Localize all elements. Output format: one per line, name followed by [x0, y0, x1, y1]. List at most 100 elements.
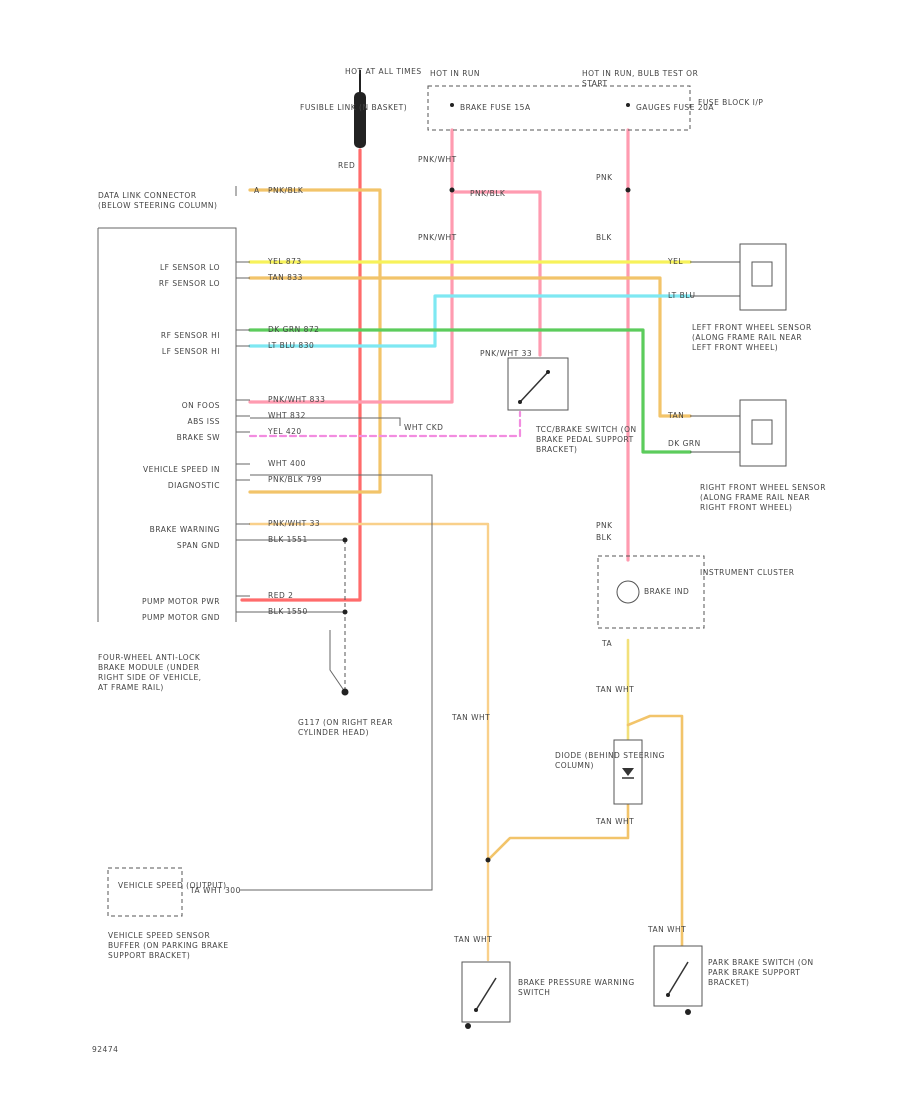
tan-wht-bpws-lower-label: TAN WHT [453, 935, 492, 944]
brake-fuse-label: BRAKE FUSE 15A [460, 103, 531, 112]
instrument-cluster [597, 555, 705, 629]
module-pin-label: RF SENSOR HI [161, 331, 220, 340]
red-power-wire [240, 148, 362, 602]
module-pin-label: PUMP MOTOR PWR [142, 597, 220, 606]
module-wire-label: WHT 832 [268, 411, 306, 420]
module-wire-label: TAN 833 [267, 273, 303, 282]
hot-in-run-label: HOT IN RUN [430, 69, 480, 78]
tcc-feed-pink-wire [450, 190, 542, 357]
pnk-cluster-label: PNK [596, 521, 613, 530]
module-wire-label: LT BLU 830 [268, 341, 314, 350]
red-wire-label: RED [338, 161, 355, 170]
splice-dot [449, 187, 455, 193]
splice-dot [625, 187, 631, 193]
module-pin-label: DIAGNOSTIC [168, 481, 220, 490]
tcc-brake-switch [507, 357, 569, 411]
yel-label: YEL [667, 257, 683, 266]
fusible-link [354, 70, 366, 148]
dlc-pin-a-wire: PNK/BLK [268, 186, 304, 195]
brake-warning-wire [248, 522, 490, 962]
module-pin-label: BRAKE SW [177, 433, 220, 442]
rf-sensor-label: RIGHT FRONT WHEEL SENSOR(ALONG FRAME RAI… [700, 483, 826, 512]
fusible-link-label: FUSIBLE LINK (N BASKET) [300, 103, 407, 112]
module-wire-label: WHT 400 [268, 459, 306, 468]
abs-module-outline [97, 227, 237, 622]
splice-dot [485, 857, 491, 863]
gauges-fuse-label: GAUGES FUSE 20A [636, 103, 714, 112]
fuse-block [427, 85, 691, 131]
dlc-pin-a: A [254, 186, 260, 195]
left-front-wheel-sensor [690, 243, 787, 311]
blk-cluster-label: BLK [596, 533, 612, 542]
module-pin-label: ABS ISS [187, 417, 220, 426]
ta-label: TA [601, 639, 612, 648]
wht-832-wire [250, 417, 401, 426]
dlc-title: DATA LINK CONNECTOR(BELOW STEERING COLUM… [98, 191, 217, 210]
dk-grn-872-wire [248, 328, 692, 454]
module-pin-label: LF SENSOR LO [160, 263, 220, 272]
ground-wire [329, 630, 346, 693]
lt-blu-830-wire [248, 294, 692, 348]
cluster-label: INSTRUMENT CLUSTER [700, 568, 794, 577]
module-wire-label: BLK 1550 [268, 607, 308, 616]
wht-ckd-label: WHT CKD [404, 423, 443, 432]
vss-wht-400-wire [240, 474, 433, 891]
tan-label: TAN [667, 411, 684, 420]
vehicle-speed-sensor-buffer [107, 867, 183, 917]
diode-out-tan-wire [486, 803, 630, 862]
brake-pressure-warning-switch [461, 961, 511, 1029]
vss-buffer-box-label: VEHICLE SPEED (OUTPUT) [118, 881, 227, 890]
module-pin-label: ON FOOS [182, 401, 220, 410]
module-pin-label: PUMP MOTOR GND [142, 613, 220, 622]
module-wire-label: RED 2 [268, 591, 293, 600]
module-wire-label: YEL 873 [267, 257, 302, 266]
right-front-wheel-sensor [690, 399, 787, 467]
brake-sw-dashed-wire [248, 410, 522, 438]
lf-sensor-label: LEFT FRONT WHEEL SENSOR(ALONG FRAME RAIL… [692, 323, 812, 352]
ground-g117 [341, 537, 349, 696]
brake-fuse-pink-wire [248, 128, 454, 404]
module-wire-label: PNK/WHT 33 [268, 519, 320, 528]
module-rows: LF SENSOR LO YEL 873 RF SENSOR LO TAN 833RF… [142, 257, 325, 622]
tan-wht-pbs-label: TAN WHT [647, 925, 686, 934]
hot-at-all-times-label: HOT AT ALL TIMES [345, 67, 422, 76]
module-pin-label: LF SENSOR HI [162, 347, 220, 356]
module-pin-label: VEHICLE SPEED IN [143, 465, 220, 474]
module-wire-label: DK GRN 872 [268, 325, 319, 334]
module-wire-label: PNK/BLK 799 [268, 475, 322, 484]
lt-blu-label: LT BLU [668, 291, 696, 300]
module-pin-label: RF SENSOR LO [159, 279, 220, 288]
tcc-switch-wire-label: PNK/WHT 33 [480, 349, 532, 358]
tan-wht-diode-out-label: TAN WHT [595, 817, 634, 826]
module-wire-label: PNK/WHT 833 [268, 395, 325, 404]
dlc-pnk-blk-wire [248, 188, 382, 494]
fuse-block-label: FUSE BLOCK I/P [698, 98, 763, 107]
module-pin-label: BRAKE WARNING [150, 525, 220, 534]
module-wire-label: BLK 1551 [268, 535, 308, 544]
figure-id: 92474 [92, 1045, 118, 1054]
diode [613, 739, 643, 805]
tan-833-wire [248, 276, 692, 418]
park-brake-tan-wire [626, 714, 684, 952]
tan-wht-bpws-label: TAN WHT [451, 713, 490, 722]
pnk-blk-top-label: PNK/BLK [470, 189, 506, 198]
vss-wire-label: TA WHT 300 [189, 886, 241, 895]
pnk-wht-top-label: PNK/WHT [418, 155, 457, 164]
blk-gauge-label: BLK [596, 233, 612, 242]
park-brake-switch [653, 945, 703, 1015]
dk-grn-label: DK GRN [668, 439, 701, 448]
module-wire-label: YEL 420 [267, 427, 302, 436]
pnk-wht-mid-label: PNK/WHT [418, 233, 457, 242]
module-pin-label: SPAN GND [177, 541, 220, 550]
pnk-gauge-label: PNK [596, 173, 613, 182]
tan-wht-diode-label: TAN WHT [595, 685, 634, 694]
